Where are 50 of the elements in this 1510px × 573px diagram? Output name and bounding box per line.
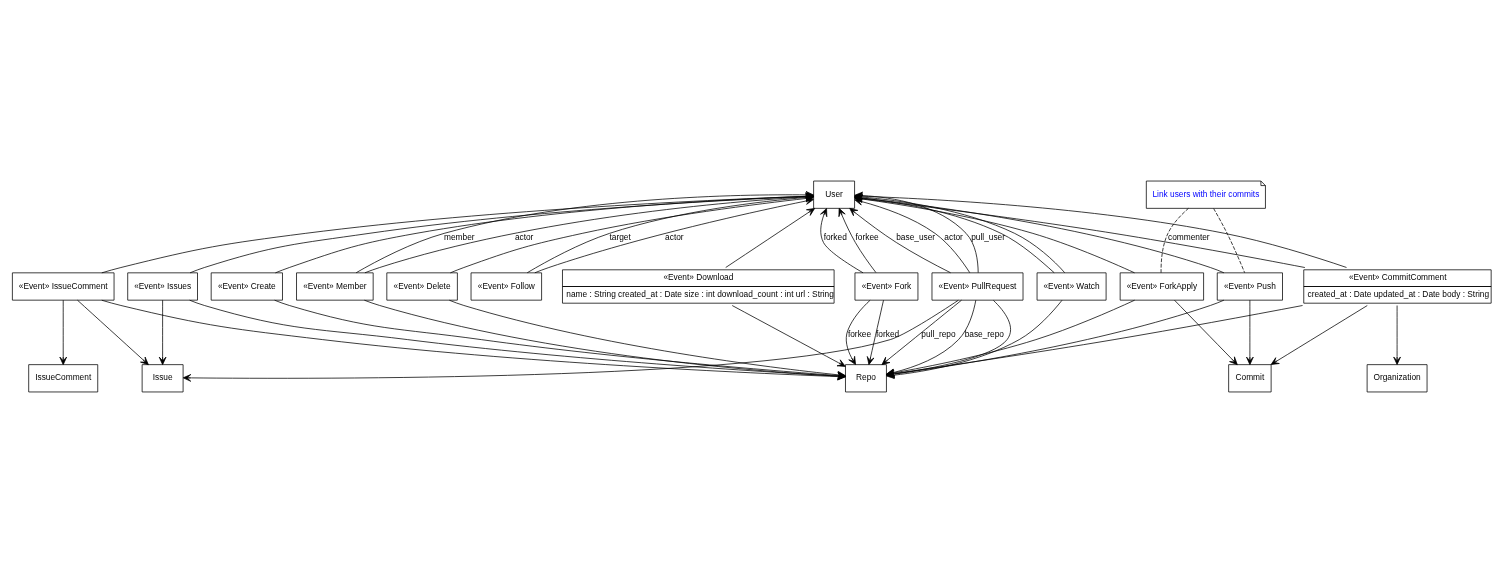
node-box: «Event» PullRequest [931,272,1024,301]
arrow [59,299,67,365]
node-box: «Event» ForkApply [1119,272,1204,301]
node-box: «Event» Fork [854,272,919,301]
node-box: Repo [845,364,887,393]
arrow [1393,305,1401,365]
arrow [731,305,846,367]
connector [1160,207,1189,274]
edge-label: forked [823,232,847,243]
arrow [866,299,884,365]
arrow [1270,305,1368,365]
node-box: «Event» Follow [470,272,542,301]
connector [1213,208,1245,274]
edge-label: base_repo [964,329,1005,340]
node-box: «Event» Push [1216,272,1283,301]
edge-label: member [444,232,475,243]
edge-label: commenter [1167,232,1210,243]
arrow [881,299,962,365]
node-box: Commit [1228,364,1272,393]
node-box: «Event» Create [210,272,283,301]
edge-label: forked [876,329,900,340]
node-box: «Event» Delete [386,272,458,301]
node-box: Issue [141,364,184,393]
node-box: «Event» Issues [127,272,198,301]
edge-label: actor [665,232,684,243]
edge-label: base_user [896,232,936,243]
arrow [77,299,149,365]
edge-label: forkee [855,232,879,243]
edge-label: forkee [847,329,872,340]
arrow [158,299,167,365]
edge-label: pull_repo [921,329,956,340]
arrow [364,299,846,380]
node-box: IssueComment [28,364,99,393]
node-box: «Event» Watch [1036,272,1107,301]
arrow [1174,299,1238,365]
node-box: «Event» IssueComment [12,272,115,301]
arrow [845,299,871,365]
edge-label: target [609,232,631,243]
arrow [449,299,846,379]
edge-label: pull_user [971,232,1006,243]
arrow [725,208,815,268]
node-box: «Event» Member [296,272,374,301]
arrow [820,208,864,274]
node-box: User [813,180,855,209]
edge-label: actor [944,232,963,243]
arrow [838,208,877,273]
arrow [849,207,951,274]
edge-label: actor [514,232,534,243]
node-box: Organization [1366,364,1428,393]
arrow [1246,299,1254,365]
